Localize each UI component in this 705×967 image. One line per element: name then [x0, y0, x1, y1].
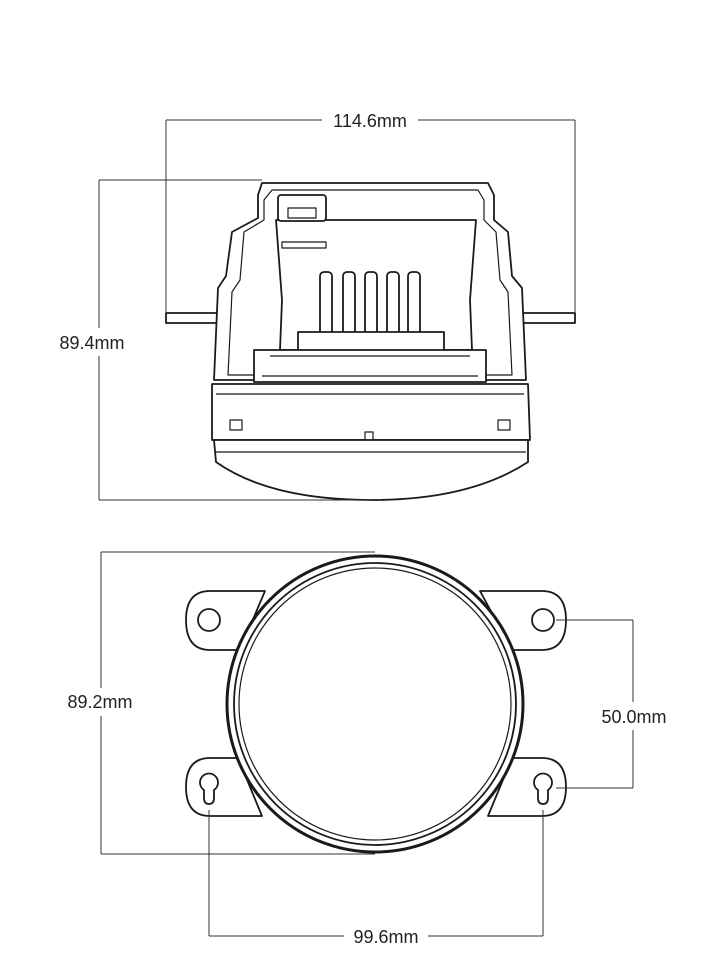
- lens-clip-right: [497, 419, 511, 431]
- lens-clip-left: [229, 419, 243, 431]
- dimension-front-height: 89.2mm: [67, 551, 375, 855]
- lens-dome: [213, 439, 529, 501]
- dimension-label: 89.4mm: [59, 333, 124, 353]
- connector-slot: [281, 241, 327, 249]
- heat-sink: [297, 271, 445, 353]
- front-view-lamp: [185, 554, 567, 854]
- mounting-slot-bottom-left: [199, 772, 219, 805]
- top-view-lamp: [165, 182, 576, 501]
- dimension-label: 50.0mm: [601, 707, 666, 727]
- dimension-label: 89.2mm: [67, 692, 132, 712]
- heat-sink-base: [297, 331, 445, 353]
- collar-detail: [262, 355, 478, 377]
- mounting-slot-bottom-right: [533, 772, 553, 805]
- dimension-hole-horizontal: 99.6mm: [208, 810, 544, 947]
- dimension-label: 99.6mm: [353, 927, 418, 947]
- connector-latch: [287, 207, 317, 219]
- mounting-hole-top-right: [531, 608, 555, 632]
- lens-body: [211, 383, 531, 441]
- lamp-lens: [238, 567, 512, 841]
- housing-collar: [253, 349, 487, 383]
- mounting-hole-top-left: [197, 608, 221, 632]
- dimension-top-height: 89.4mm: [59, 179, 372, 501]
- dimension-hole-vertical: 50.0mm: [556, 619, 667, 789]
- dimension-top-width: 114.6mm: [165, 111, 576, 313]
- lens-notch: [364, 431, 374, 441]
- dimension-label: 114.6mm: [333, 111, 407, 131]
